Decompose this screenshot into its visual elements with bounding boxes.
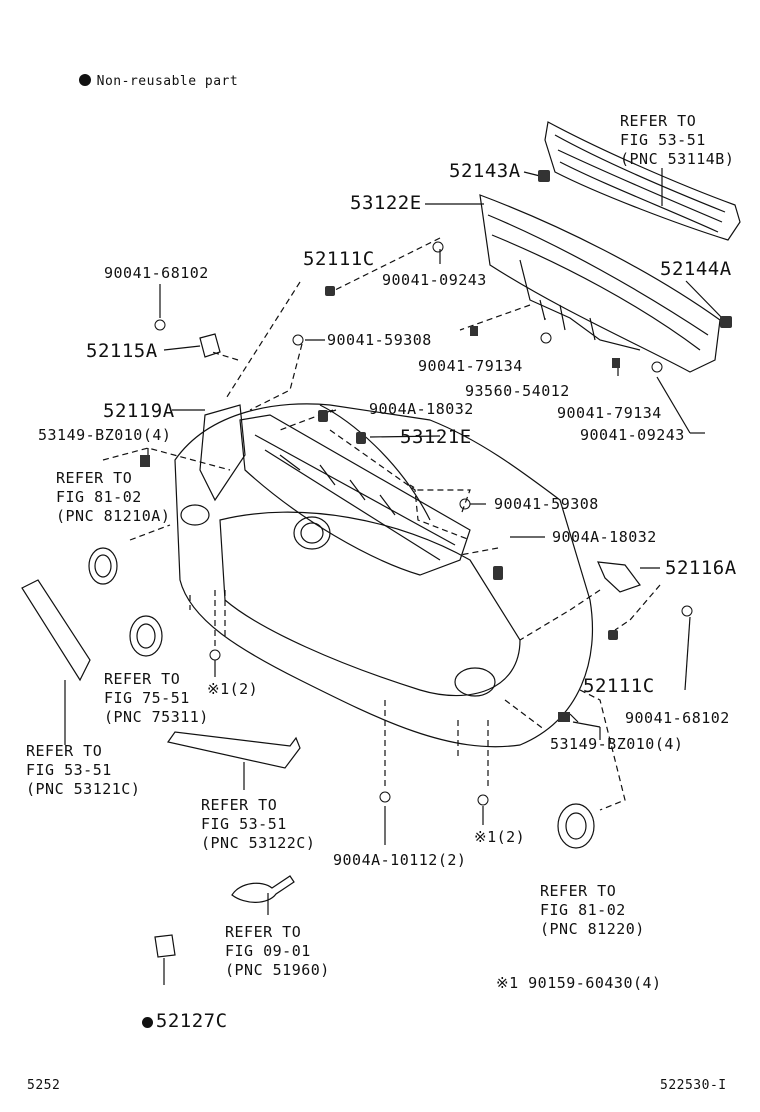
part-label-9004a-10112: 9004A-10112(2) xyxy=(333,851,467,869)
moulding-left-drawing xyxy=(21,579,91,682)
bracket-52115a-drawing xyxy=(199,333,221,358)
refer-53114b: REFER TO FIG 53-51 (PNC 53114B) xyxy=(620,112,735,168)
fog-lamp-right-drawing xyxy=(557,803,595,849)
lower-grille-drawing xyxy=(479,194,721,373)
part-label-52115a: 52115A xyxy=(86,340,158,362)
part-label-90041-68102-top: 90041-68102 xyxy=(104,264,209,282)
part-label-90041-68102-bottom: 90041-68102 xyxy=(625,709,730,727)
part-label-52111c-bottom: 52111C xyxy=(583,675,655,697)
fog-lamp-left-drawing xyxy=(88,547,118,585)
refer-81220: REFER TO FIG 81-02 (PNC 81220) xyxy=(540,882,645,938)
refer-75311: REFER TO FIG 75-51 (PNC 75311) xyxy=(104,670,209,726)
part-label-52119a: 52119A xyxy=(103,400,175,422)
emblem-drawing xyxy=(129,615,163,657)
part-label-52127c: 52127C xyxy=(118,988,228,1032)
part-label-52111c-top: 52111C xyxy=(303,248,375,270)
bracket-52116a-drawing xyxy=(597,561,641,593)
part-label-52116a: 52116A xyxy=(665,557,737,579)
moulding-bottom-drawing xyxy=(166,731,301,769)
refer-53122c: REFER TO FIG 53-51 (PNC 53122C) xyxy=(201,796,316,852)
part-label-90041-79134-b: 90041-79134 xyxy=(557,404,662,422)
note-mark1: ※1 90159-60430(4) xyxy=(496,974,662,992)
mark1-left-label: ※1(2) xyxy=(207,680,259,698)
part-label-53149-right: 53149-BZ010(4) xyxy=(550,735,684,753)
part-label-90041-09243-top: 90041-09243 xyxy=(382,271,487,289)
part-label-53149-left: 53149-BZ010(4) xyxy=(38,426,172,444)
non-reusable-dot-icon xyxy=(78,74,91,86)
part-label-93560-54012: 93560-54012 xyxy=(465,382,570,400)
fastener-symbols xyxy=(154,241,693,806)
part-label-52143a: 52143A xyxy=(449,160,521,182)
clip-symbols xyxy=(140,170,732,722)
tow-hook-drawing xyxy=(231,875,295,903)
part-label-90041-59308-top: 90041-59308 xyxy=(327,331,432,349)
cap-52127c-drawing xyxy=(154,934,176,958)
part-label-53121e: 53121E xyxy=(400,426,472,448)
part-label-53122e: 53122E xyxy=(350,192,422,214)
footer-left-code: 5252 xyxy=(27,1078,61,1093)
leader-lines xyxy=(64,168,725,985)
part-label-9004a-18032-top: 9004A-18032 xyxy=(369,400,474,418)
part-label-90041-79134-a: 90041-79134 xyxy=(418,357,523,375)
part-label-9004a-18032-mid: 9004A-18032 xyxy=(552,528,657,546)
upper-grille-drawing xyxy=(544,121,741,241)
legend-non-reusable: Non-reusable part xyxy=(62,53,238,91)
radiator-grille-drawing xyxy=(239,414,471,576)
part-label-52144a: 52144A xyxy=(660,258,732,280)
dashed-lines xyxy=(102,237,661,811)
mark1-right-label: ※1(2) xyxy=(474,828,526,846)
refer-53121c: REFER TO FIG 53-51 (PNC 53121C) xyxy=(26,742,141,798)
side-bracket-drawing xyxy=(199,404,246,502)
refer-51960: REFER TO FIG 09-01 (PNC 51960) xyxy=(225,923,330,979)
part-label-90041-59308-mid: 90041-59308 xyxy=(494,495,599,513)
part-label-90041-09243-b: 90041-09243 xyxy=(580,426,685,444)
footer-right-code: 522530-I xyxy=(660,1078,727,1093)
non-reusable-dot-icon xyxy=(141,1017,153,1028)
refer-81210a: REFER TO FIG 81-02 (PNC 81210A) xyxy=(56,469,171,525)
